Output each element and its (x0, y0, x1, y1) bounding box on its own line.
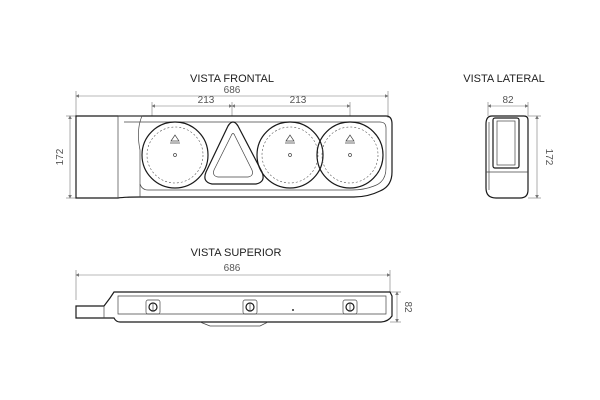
triangle-reflector (204, 121, 264, 185)
lateral-view-title: VISTA LATERAL (463, 73, 545, 85)
top-mount-2 (242, 299, 258, 315)
lateral-width-value: 82 (502, 95, 514, 106)
top-mount-3 (342, 299, 358, 315)
front-width-value: 686 (224, 85, 241, 96)
front-spacing-right-value: 213 (290, 95, 307, 106)
front-lamp-2 (256, 121, 324, 189)
top-lens-lip (199, 321, 269, 327)
lateral-height-value: 172 (543, 149, 554, 166)
front-height-value: 172 (55, 148, 66, 165)
front-mount-block (117, 115, 143, 198)
lateral-lens-inner (496, 120, 516, 166)
bulb-icon (170, 134, 180, 144)
top-center-mark (292, 309, 294, 311)
top-depth-value: 82 (402, 301, 413, 313)
top-width-value: 686 (224, 263, 241, 274)
lateral-lens (492, 117, 520, 169)
triangle-reflector-inner (213, 133, 253, 178)
bulb-icon (345, 134, 355, 144)
front-spacing-left-value: 213 (198, 95, 215, 106)
front-lamp-1 (141, 121, 209, 189)
top-inner-contour (117, 295, 387, 315)
lateral-housing-outline (485, 115, 529, 199)
top-view-title: VISTA SUPERIOR (191, 247, 282, 259)
front-lamp-3 (316, 121, 384, 189)
front-view: VISTA FRONTAL 686 213 213 172 (55, 73, 393, 199)
front-inner-contour (124, 121, 387, 191)
front-housing-outline (75, 115, 393, 199)
top-housing-outline (75, 291, 393, 323)
top-mount-1 (145, 299, 161, 315)
front-view-title: VISTA FRONTAL (190, 73, 274, 85)
top-view: VISTA SUPERIOR 686 82 (75, 247, 413, 327)
lateral-view: VISTA LATERAL 82 172 (463, 73, 554, 199)
bulb-icon (285, 134, 295, 144)
